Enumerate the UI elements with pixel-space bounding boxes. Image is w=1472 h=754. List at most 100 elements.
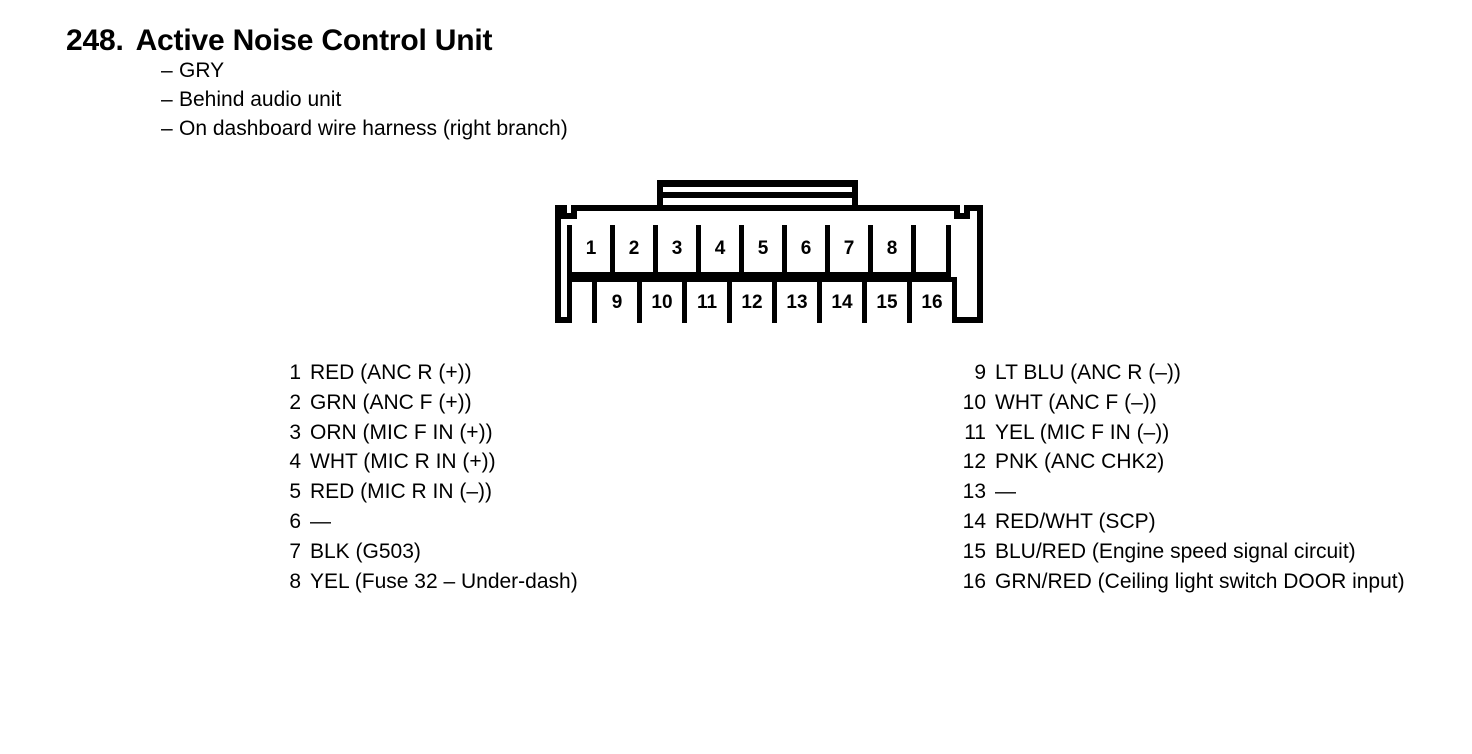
pin-legend-row: 3 ORN (MIC F IN (+)) <box>277 418 578 448</box>
pin-legend-row: 14 RED/WHT (SCP) <box>962 507 1405 537</box>
pin-legend-description: BLK (G503) <box>310 539 421 563</box>
pin-legend-row: 1 RED (ANC R (+)) <box>277 358 578 388</box>
pin-legend-row: 8 YEL (Fuse 32 – Under-dash) <box>277 567 578 597</box>
connector-pin-label: 13 <box>786 292 808 313</box>
pin-legend-description: YEL (MIC F IN (–)) <box>995 420 1170 444</box>
pin-legend-number: 1 <box>289 361 301 384</box>
pin-legend-number: 5 <box>289 480 301 504</box>
pin-legend-description: YEL (Fuse 32 – Under-dash) <box>310 569 578 593</box>
pin-legend-number: 15 <box>962 539 986 563</box>
pin-legend-row: 16 GRN/RED (Ceiling light switch DOOR inp… <box>962 567 1405 597</box>
connector-latch-bar <box>657 180 858 187</box>
connector-pin-4: 4 <box>696 225 744 277</box>
connector-pin-label: 5 <box>757 238 769 259</box>
pin-legend-description: BLU/RED (Engine speed signal circuit) <box>995 539 1356 563</box>
bullet-dash-icon: – <box>161 117 173 140</box>
pin-legend-description: GRN/RED (Ceiling light switch DOOR input… <box>995 569 1405 593</box>
subtitle-item: –GRY <box>161 56 568 85</box>
connector-pin-label: 14 <box>831 292 853 313</box>
pin-legend-description: PNK (ANC CHK2) <box>995 450 1165 474</box>
connector-latch-post-left <box>657 180 663 216</box>
pin-legend-number: 8 <box>289 569 301 593</box>
connector-pin-label: 2 <box>628 238 640 259</box>
bullet-dash-icon: – <box>161 59 173 82</box>
pin-legend-row: 7 BLK (G503) <box>277 537 578 567</box>
connector-pin-5: 5 <box>739 225 787 277</box>
connector-pin-blank <box>911 225 951 277</box>
connector-pin-14: 14 <box>817 277 867 323</box>
subtitle-label: On dashboard wire harness (right branch) <box>179 117 568 140</box>
pin-legend-number: 2 <box>289 390 301 414</box>
connector-pin-label: 6 <box>800 238 812 259</box>
pin-legend-number: 16 <box>962 569 986 593</box>
connector-pin-label: 3 <box>671 238 683 259</box>
bullet-dash-icon: – <box>161 88 173 111</box>
pin-legend-description: RED (ANC R (+)) <box>310 361 472 384</box>
subtitle-item: –On dashboard wire harness (right branch… <box>161 114 568 143</box>
connector-pin-8: 8 <box>868 225 916 277</box>
page-title-label: Active Noise Control Unit <box>135 24 493 58</box>
connector-pin-13: 13 <box>772 277 822 323</box>
connector-notch-right <box>954 205 970 219</box>
connector-pin-label: 8 <box>886 238 898 259</box>
pin-legend-description: ORN (MIC F IN (+)) <box>310 420 493 444</box>
connector-notch-left <box>561 205 577 219</box>
connector-pin-6: 6 <box>782 225 830 277</box>
subtitle-item: –Behind audio unit <box>161 85 568 114</box>
connector-pin-10: 10 <box>637 277 687 323</box>
connector-pin-2: 2 <box>610 225 658 277</box>
connector-pin-label: 12 <box>741 292 763 313</box>
connector-pin-12: 12 <box>727 277 777 323</box>
connector-pin-label: 9 <box>611 292 623 313</box>
pin-legend-number: 12 <box>962 450 986 474</box>
pin-legend-row: 13— <box>962 477 1405 507</box>
connector-pin-7: 7 <box>825 225 873 277</box>
pin-legend-description: GRN (ANC F (+)) <box>310 390 472 414</box>
connector-latch-bar-lower <box>657 192 858 198</box>
connector-pin-label: 10 <box>651 292 673 313</box>
pin-legend-row: 12 PNK (ANC CHK2) <box>962 447 1405 477</box>
pin-legend-number: 4 <box>289 450 301 474</box>
subtitle-list: –GRY–Behind audio unit–On dashboard wire… <box>161 56 568 143</box>
pin-legend-number: 11 <box>964 420 986 444</box>
pin-legend-row: 6— <box>277 507 578 537</box>
connector-pin-label: 11 <box>696 292 718 313</box>
connector-pin-9: 9 <box>592 277 642 323</box>
connector-pin-label: 15 <box>876 292 898 313</box>
connector-latch-post-right <box>852 180 858 216</box>
pin-legend-description: WHT (MIC R IN (+)) <box>310 450 496 474</box>
page-title-number: 248. <box>66 24 124 58</box>
pin-legend-description: WHT (ANC F (–)) <box>995 390 1157 414</box>
pin-legend-number: 6 <box>289 509 301 533</box>
pin-legend-row: 2 GRN (ANC F (+)) <box>277 388 578 418</box>
pin-legend-number: 14 <box>962 509 986 533</box>
connector-pin-1: 1 <box>567 225 615 277</box>
subtitle-label: GRY <box>179 59 225 82</box>
pin-legend-description: LT BLU (ANC R (–)) <box>995 361 1181 384</box>
connector-pin-label: 1 <box>585 238 597 259</box>
pin-legend-number: 3 <box>289 420 301 444</box>
pin-legend-number: 13 <box>962 480 986 504</box>
connector-pin-11: 11 <box>682 277 732 323</box>
connector-pin-15: 15 <box>862 277 912 323</box>
subtitle-label: Behind audio unit <box>179 88 342 111</box>
pin-legend-number: 10 <box>962 390 986 414</box>
connector-pin-label: 7 <box>843 238 855 259</box>
connector-pin-label: 16 <box>921 292 943 313</box>
pin-legend-number: 7 <box>289 539 301 563</box>
pin-legend-row: 10 WHT (ANC F (–)) <box>962 388 1405 418</box>
connector-pin-row-top: 1 2 3 4 5 6 7 8 <box>567 225 983 277</box>
page-title: 248. Active Noise Control Unit <box>66 26 492 56</box>
connector-pin-label: 4 <box>714 238 726 259</box>
pin-legend-description: RED/WHT (SCP) <box>995 509 1156 533</box>
connector-pin-16: 16 <box>907 277 957 323</box>
pin-legend-description: — <box>310 509 331 533</box>
pin-legend-row: 11 YEL (MIC F IN (–)) <box>962 418 1405 448</box>
connector-pin-3: 3 <box>653 225 701 277</box>
pin-legend-column-left: 1 RED (ANC R (+)) 2 GRN (ANC F (+)) 3 ORN (MI… <box>277 358 578 597</box>
